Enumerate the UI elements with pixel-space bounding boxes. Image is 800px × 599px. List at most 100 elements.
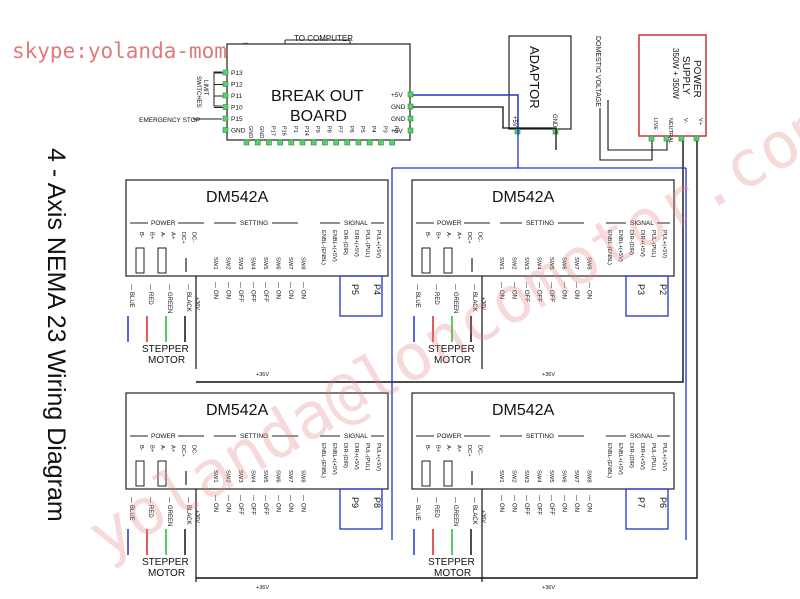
- switch-dash: —: [586, 282, 592, 288]
- signal-header: SIGNAL: [630, 220, 654, 227]
- signal-pin-label: PUL-(PUL): [364, 230, 370, 257]
- signal-pin-label: DIR-(DIR): [628, 230, 634, 255]
- signal-pin-label: PUL-(PUL): [364, 443, 370, 470]
- wire-dash: —: [128, 284, 134, 290]
- power-pin-label: A-: [445, 445, 451, 451]
- switch-dash: —: [300, 495, 306, 501]
- switch-label: SW4: [250, 470, 256, 483]
- switch-dash: —: [498, 282, 504, 288]
- switch-state: ON: [561, 503, 567, 512]
- bus-label: +36V: [256, 585, 269, 591]
- switch-dash: —: [250, 282, 256, 288]
- switch-label: SW5: [262, 257, 268, 270]
- pin-label: P9: [314, 126, 320, 133]
- switch-state: ON: [300, 290, 306, 299]
- switch-dash: —: [275, 495, 281, 501]
- driver-box: [125, 179, 389, 277]
- power-pin-label: DC-: [477, 445, 483, 455]
- signal-header: SIGNAL: [630, 433, 654, 440]
- adaptor-label: ADAPTOR: [527, 46, 542, 109]
- pin-terminal: [389, 139, 395, 146]
- dir-port-label: P5: [350, 284, 360, 295]
- switch-label: SW1: [498, 257, 504, 270]
- pin-terminal: [222, 127, 229, 133]
- switch-dash: —: [523, 495, 529, 501]
- switch-label: SW1: [498, 470, 504, 483]
- switch-label: SW5: [262, 470, 268, 483]
- pin-label: GND: [391, 116, 406, 123]
- wire-dash: —: [414, 284, 420, 290]
- signal-loop: [625, 488, 669, 530]
- pin-label: P12: [231, 82, 243, 89]
- breakout-board: TO COMPUTER BREAK OUT BOARD P13P12P11P10…: [139, 34, 414, 146]
- power-header: POWER: [437, 220, 462, 227]
- signal-header: SIGNAL: [344, 433, 368, 440]
- switch-dash: —: [561, 282, 567, 288]
- signal-pin-label: PUL+(+5V): [375, 443, 381, 471]
- pin-label: +5V: [391, 92, 403, 99]
- switch-state: ON: [498, 503, 504, 512]
- switch-label: SW8: [300, 257, 306, 270]
- switch-label: SW7: [573, 257, 579, 270]
- wire-dash: —: [185, 497, 191, 503]
- switch-state: ON: [586, 503, 592, 512]
- psu-terminal-label: V-: [682, 118, 688, 123]
- pul-port-label: P8: [372, 497, 382, 508]
- wire-color-label: BLACK: [185, 505, 191, 525]
- signal-pin-label: DIR+(+5V): [353, 443, 359, 470]
- signal-pin-label: DIR+(+5V): [353, 230, 359, 257]
- switch-dash: —: [212, 282, 218, 288]
- wire-color-label: GREEN: [166, 292, 172, 313]
- pin-terminal: [277, 139, 283, 146]
- power-pin-label: DC-: [191, 232, 197, 242]
- motor-label-1: STEPPER: [142, 557, 189, 568]
- driver-box: [125, 392, 389, 490]
- switch-label: SW5: [548, 470, 554, 483]
- switch-state: ON: [511, 290, 517, 299]
- wire-dash: —: [452, 284, 458, 290]
- limit-label-1: LIMIT: [202, 80, 208, 96]
- pin-terminal: [407, 115, 414, 122]
- wire-color-label: BLACK: [471, 505, 477, 525]
- switch-dash: —: [237, 282, 243, 288]
- switch-dash: —: [300, 282, 306, 288]
- switch-state: ON: [212, 503, 218, 512]
- signal-pin-label: DIR+(+5V): [639, 230, 645, 257]
- switch-dash: —: [523, 282, 529, 288]
- switch-label: SW6: [561, 470, 567, 483]
- pin-label: GND: [231, 128, 246, 135]
- pin-terminal: [222, 104, 229, 110]
- switch-state: ON: [300, 503, 306, 512]
- power-header: POWER: [437, 433, 462, 440]
- pin-label: P17: [269, 126, 275, 136]
- motor-label-2: MOTOR: [434, 568, 471, 579]
- coil-a: [443, 247, 453, 274]
- switch-label: SW1: [212, 257, 218, 270]
- coil-b: [421, 247, 431, 274]
- signal-pin-label: ENBL-(ENBL): [320, 230, 326, 265]
- signal-pin-label: ENBL-(ENBL): [320, 443, 326, 478]
- driver-box: [411, 179, 675, 277]
- coil-b: [135, 460, 145, 487]
- setting-header: SETTING: [526, 220, 554, 227]
- bus-label: +36V: [542, 372, 555, 378]
- motor-label-1: STEPPER: [428, 557, 475, 568]
- signal-pin-label: ENBL+(+5V): [617, 443, 623, 475]
- wire-color-label: RED: [433, 505, 439, 518]
- driver-title: DM542A: [206, 189, 269, 206]
- switch-state: ON: [498, 290, 504, 299]
- dir-port-label: P9: [350, 497, 360, 508]
- pin-terminal: [254, 139, 261, 146]
- psu-terminal-label: NEUTRAL: [667, 118, 673, 144]
- wire-color-label: BLACK: [185, 292, 191, 312]
- power-pin-label: B+: [149, 445, 155, 453]
- pul-port-label: P2: [658, 284, 668, 295]
- psu-terminal: [693, 135, 700, 142]
- diagram-title: 4 - Axis NEMA 23 Wiring Diagram: [42, 148, 70, 522]
